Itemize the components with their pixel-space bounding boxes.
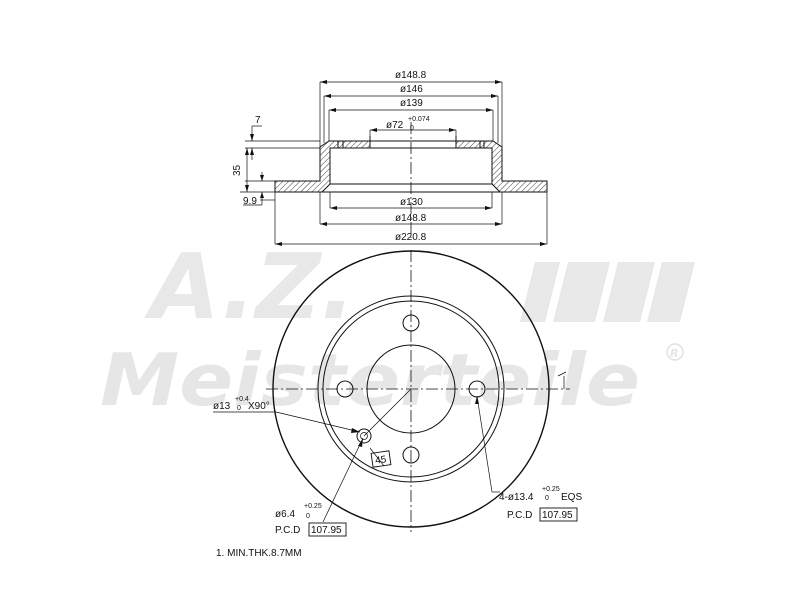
hole13-tol-plus: +0.4: [235, 396, 249, 403]
footnote: 1. MIN.THK.8.7MM: [216, 548, 302, 559]
watermark-bars: [520, 262, 695, 322]
dim-line-148-8-bottom: [320, 222, 502, 226]
front-view: ø13 +0.4 0 X90° 45 ø6.4 +0.25 0 P.C.D 10…: [213, 250, 582, 537]
locating-hole: [356, 428, 372, 444]
dim-line-139: [329, 108, 493, 112]
dim-line-146: [324, 94, 498, 98]
dim-72: ø72: [386, 120, 404, 131]
bolt-holes-tol-plus: +0.25: [542, 486, 560, 493]
leader-hole6: [322, 437, 364, 523]
hole6-tol-plus: +0.25: [304, 503, 322, 510]
dim-139: ø139: [400, 98, 423, 109]
dim-7: 7: [255, 115, 261, 126]
dim-130: ø130: [400, 197, 423, 208]
dim-35: 35: [232, 164, 243, 176]
dim-148-8-top: ø148.8: [395, 70, 427, 81]
angle-value: 45: [375, 454, 388, 467]
locating-hole-inner: [360, 432, 368, 440]
dim-line-148-8-top: [320, 80, 502, 84]
dim-148-8-bottom: ø148.8: [395, 213, 427, 224]
section-view: ø148.8 ø146 ø139 ø72 +0.074 0 7 35 9.9 ø…: [232, 70, 548, 246]
dim-72-tol-zero: 0: [410, 125, 414, 132]
dim-line-7: [250, 125, 262, 160]
registered-mark-circle: [666, 343, 684, 361]
section-left-flange: [274, 140, 339, 193]
pcd-left-value: 107.95: [311, 525, 342, 536]
hole13-suffix: X90°: [248, 401, 270, 412]
leader-hole13: [213, 411, 361, 433]
registered-mark: R: [670, 347, 678, 360]
dim-line-130: [330, 206, 492, 210]
hole13-label: ø13: [213, 401, 231, 412]
pcd-right-value: 107.95: [542, 510, 573, 521]
watermark: A.Z. Meisterteile R: [100, 235, 695, 422]
bolt-holes-suffix: EQS: [561, 492, 582, 503]
pcd-right-box: [539, 507, 578, 522]
leader-bolt-holes: [475, 395, 500, 493]
dim-line-35: [245, 148, 249, 192]
dim-line-220-8: [275, 242, 547, 246]
watermark-brand-text: Meisterteile: [100, 338, 640, 422]
dim-72-tol-plus: +0.074: [408, 116, 430, 123]
watermark-top-text: A.Z.: [144, 235, 355, 340]
hole6-tol-zero: 0: [306, 513, 310, 520]
pcd-left-label: P.C.D: [275, 525, 300, 536]
pcd-left-box: [308, 522, 347, 537]
dim-146: ø146: [400, 84, 423, 95]
diagonal-45-line: [363, 388, 412, 437]
hole6-label: ø6.4: [275, 509, 295, 520]
pcd-right-label: P.C.D: [507, 510, 532, 521]
dim-line-72: [370, 128, 456, 132]
angle-box: [370, 450, 392, 468]
bolt-holes-label: 4-ø13.4: [499, 492, 534, 503]
section-right-flange: [483, 140, 548, 193]
bolt-holes-tol-zero: 0: [545, 495, 549, 502]
dim-line-9-9: [243, 172, 264, 206]
hole13-tol-zero: 0: [237, 405, 241, 412]
dim-220-8: ø220.8: [395, 232, 427, 243]
dim-9-9: 9.9: [243, 196, 257, 207]
